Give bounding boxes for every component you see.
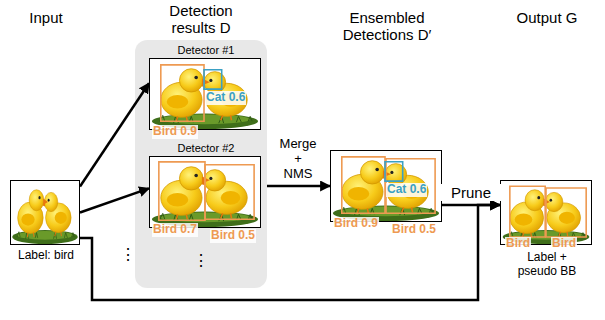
image-frame: Detector #1Cat 0.6Bird 0.9	[149, 58, 261, 130]
image-frame: InputLabel: bird	[10, 180, 80, 245]
detection-score: Bird 0.7	[152, 223, 198, 237]
bounding-box	[161, 65, 204, 121]
detection-score: Cat 0.6	[205, 91, 246, 105]
detection-score: Bird	[551, 237, 577, 251]
detection-score: Bird	[505, 237, 531, 251]
image-frame: Output GBirdBirdLabel + pseudo BB	[500, 180, 592, 245]
chick-picture	[152, 69, 258, 129]
chick-illustration	[150, 157, 260, 227]
detector-label: Detector #2	[150, 142, 262, 155]
group-panel: Detection results D⋮Detector #1Cat 0.6Bi…	[135, 40, 267, 288]
edge-label: Merge + NMS	[278, 137, 318, 182]
bounding-box	[204, 70, 222, 89]
chick-illustration	[501, 181, 591, 244]
column-heading: Output G	[491, 9, 603, 26]
image-frame: Detector #2Bird 0.7Bird 0.5	[149, 156, 261, 228]
detector-label: Detector #1	[150, 44, 262, 57]
column-heading: Input	[0, 9, 101, 26]
image-label: Label + pseudo BB	[512, 251, 582, 279]
detection-score: Bird 0.5	[391, 223, 437, 237]
detection-score: Bird 0.5	[210, 229, 256, 243]
column-heading: Ensembled Detections D′	[332, 9, 442, 44]
flow-arrow	[267, 185, 330, 188]
detection-score: Bird 0.9	[333, 217, 379, 231]
chick-illustration	[11, 181, 79, 244]
column-heading: Detection results D	[151, 2, 251, 37]
bounding-box	[205, 165, 254, 219]
bounding-box	[386, 159, 435, 213]
bounding-box	[342, 157, 385, 213]
detection-score: Bird 0.9	[152, 125, 198, 139]
bounding-box	[510, 186, 545, 237]
bounding-box	[159, 162, 205, 220]
edge-label: Prune	[441, 184, 501, 201]
bounding-box	[546, 188, 586, 237]
detection-score: Cat 0.6	[386, 183, 427, 197]
bounding-box	[385, 162, 403, 181]
ellipsis: ⋮	[118, 246, 138, 264]
image-label: Label: bird	[0, 249, 101, 263]
image-frame: Ensembled Detections D′Cat 0.6Bird 0.9Bi…	[330, 150, 442, 222]
chick-picture	[12, 190, 78, 244]
ellipsis: ⋮	[191, 252, 211, 270]
